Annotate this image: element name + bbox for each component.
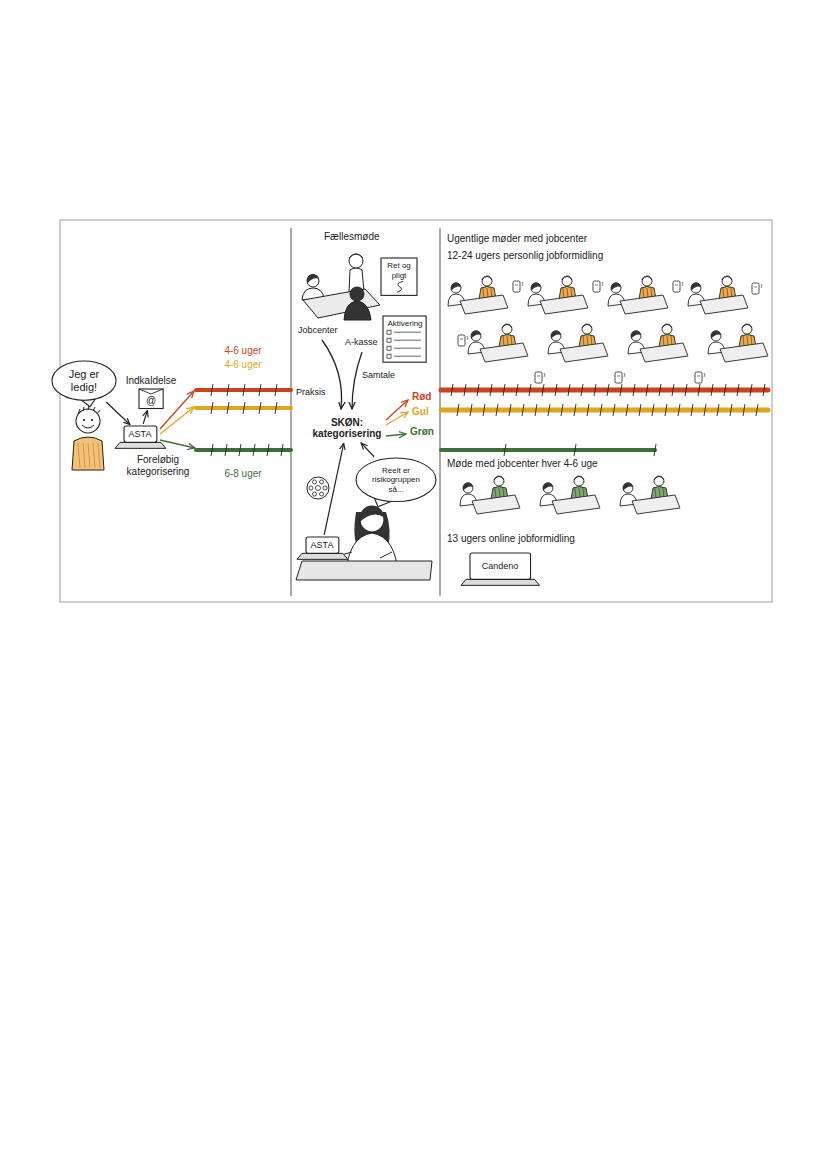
node-text: Candeno [482, 561, 519, 571]
annotation-label: Møde med jobcenter hver 4-6 uge [447, 458, 598, 470]
flow-arrow [386, 412, 408, 425]
timeline-track [196, 444, 291, 456]
meeting-scene [468, 324, 528, 362]
timeline-track [196, 402, 291, 414]
meeting-scene [608, 276, 668, 314]
annotation-label: 12-24 ugers personlig jobformidling [447, 250, 603, 262]
laptop-screen: ASTA [306, 537, 339, 553]
flow-arrow [160, 440, 195, 448]
flow-arrow [386, 434, 406, 436]
timeline-track [196, 384, 291, 396]
flow-arrow [322, 340, 342, 409]
meeting-illustration [302, 254, 380, 320]
meeting-scene [448, 276, 508, 314]
node-text: Aktivering [387, 319, 422, 328]
annotation-label: Ugentlige møder med jobcenter [447, 233, 587, 245]
meeting-scene [628, 324, 688, 362]
phone-icon [752, 283, 762, 294]
annotation-label: 13 ugers online jobformidling [447, 533, 575, 545]
phone-icon [513, 281, 523, 292]
flow-arrow [352, 352, 362, 409]
flow-connector [361, 443, 374, 457]
meeting-scene [540, 476, 600, 514]
flow-arrow [160, 407, 194, 434]
annotation-label: Fællesmøde [324, 231, 380, 243]
envelope-icon: Indkaldelse@ [139, 389, 163, 409]
phone-icon [695, 372, 705, 383]
annotation-label: Samtale [362, 370, 395, 380]
laptop-screen: Candeno [470, 553, 531, 579]
timeline-track [441, 404, 768, 416]
flow-connector [143, 411, 147, 424]
phone-icon [673, 281, 683, 292]
flow-arrow [386, 400, 408, 420]
annotation-label: Rød [412, 391, 431, 403]
annotation-label: Jobcenter [298, 325, 338, 335]
checklist-sheet: Aktivering [383, 316, 426, 362]
node-text: Ret og pligt [385, 261, 413, 279]
node-text: Jeg er ledig! [64, 368, 104, 393]
meeting-scene [528, 276, 588, 314]
frame [60, 220, 772, 602]
annotation-label: Praksis [296, 387, 326, 397]
flow-arrow [160, 391, 194, 429]
node-text: ASTA [129, 429, 152, 439]
annotation-label: 4-6 uger [224, 359, 261, 371]
timeline-track [441, 444, 656, 456]
flow-connector [324, 443, 344, 534]
node-text: ASTA [311, 540, 334, 550]
phone-icon [458, 335, 468, 346]
node-caption: Foreløbig kategorisering [121, 454, 196, 477]
meeting-scene [548, 324, 608, 362]
document-sheet: Ret og pligt [381, 258, 417, 295]
annotation-label: Gul [412, 406, 429, 418]
person-figure [296, 505, 432, 580]
node-text: @ [146, 395, 156, 407]
timeline-track [441, 384, 768, 396]
meeting-scene [620, 476, 680, 514]
node-text: SKØN: kategorisering [311, 417, 383, 440]
phone-icon [615, 372, 625, 383]
meeting-scene [460, 476, 520, 514]
assessment-node: SKØN: kategorisering [309, 415, 385, 442]
phone-icon [535, 372, 545, 383]
annotation-label: 6-8 uger [224, 468, 261, 480]
phone-icon [593, 281, 603, 292]
flow-connector [106, 402, 130, 424]
speech-bubble: Jeg er ledig! [52, 361, 116, 400]
speech-bubble: Reelt er risikogruppen så... [356, 458, 436, 502]
meeting-scene [708, 324, 768, 362]
divider [291, 228, 292, 596]
person-figure [72, 406, 104, 470]
annotation-label: 4-6 uger [224, 345, 261, 357]
laptop-screen: ASTAForeløbig kategorisering [124, 426, 157, 442]
meeting-scene [688, 276, 748, 314]
node-text: Reelt er risikogruppen så... [369, 466, 423, 494]
annotation-label: A-kasse [345, 337, 378, 347]
annotation-label: Grøn [410, 426, 434, 438]
assessment-icon [307, 477, 329, 499]
node-caption: Indkaldelse [126, 375, 177, 387]
